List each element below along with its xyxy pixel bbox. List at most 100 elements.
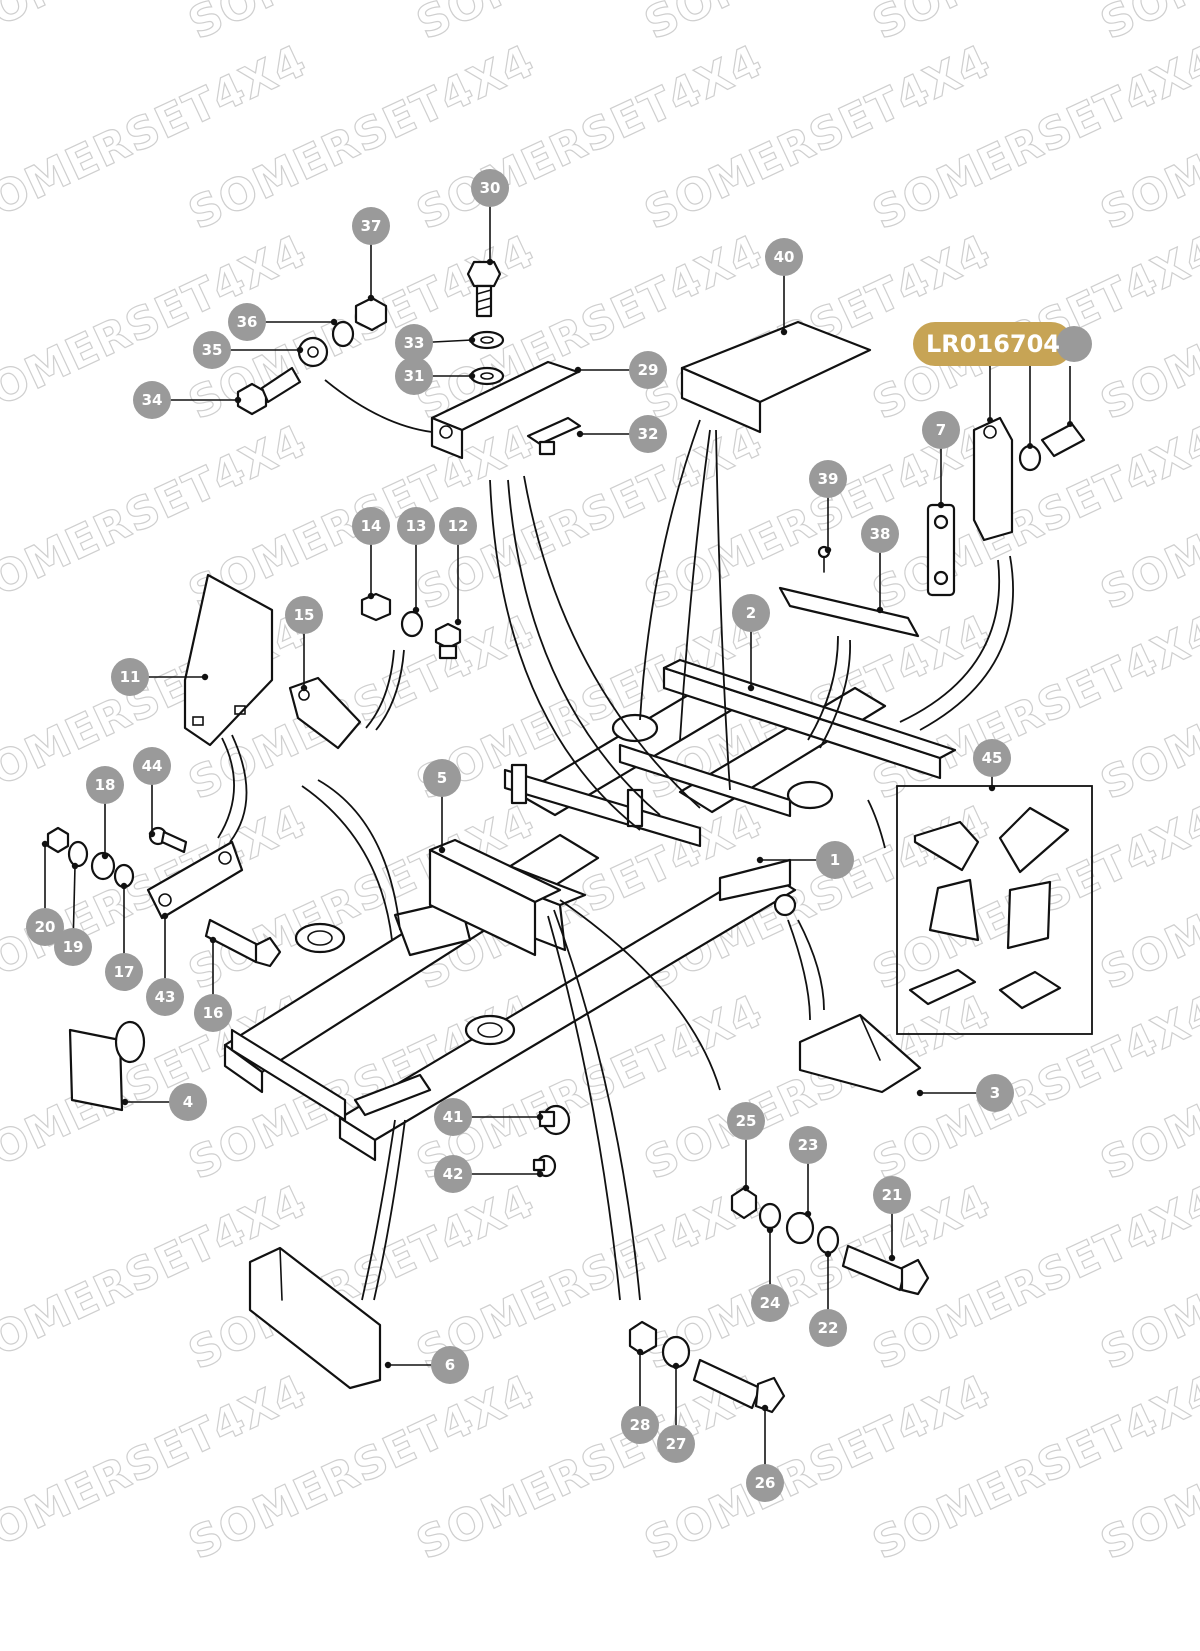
callout-anchor-dot — [916, 1089, 924, 1097]
callout-2[interactable]: 2 — [732, 594, 770, 692]
callout-badge — [789, 1126, 827, 1164]
callout-34[interactable]: 34 — [133, 381, 242, 419]
callout-4[interactable]: 4 — [121, 1083, 207, 1121]
callout-badge — [439, 507, 477, 545]
callout-anchor-dot — [121, 1098, 129, 1106]
callout-19[interactable]: 19 — [54, 862, 92, 966]
callout-anchor-dot — [824, 546, 832, 554]
callout-16[interactable]: 16 — [194, 936, 232, 1032]
callout-badge — [809, 460, 847, 498]
callout-badge — [629, 351, 667, 389]
part-26-bolt — [692, 1358, 786, 1414]
callout-badge — [732, 594, 770, 632]
callout-43[interactable]: 43 — [146, 912, 184, 1016]
callout-27[interactable]: 27 — [657, 1362, 695, 1463]
callout-22[interactable]: 22 — [809, 1250, 847, 1347]
callout-badge — [397, 507, 435, 545]
callout-17[interactable]: 17 — [105, 882, 143, 991]
callout-6[interactable]: 6 — [384, 1346, 469, 1384]
callout-13[interactable]: 13 — [397, 507, 435, 614]
callout-number: 21 — [882, 1186, 903, 1204]
callout-number: 41 — [443, 1108, 464, 1126]
callout-number: 2 — [746, 604, 756, 622]
part-25-nut — [730, 1186, 758, 1220]
callout-number: 7 — [936, 421, 946, 439]
callout-41[interactable]: 41 — [434, 1098, 544, 1136]
callout-14[interactable]: 14 — [352, 507, 390, 600]
callout-anchor-dot — [824, 1250, 832, 1258]
callout-anchor-dot — [672, 1362, 680, 1370]
part-11-plate — [183, 573, 274, 747]
callout-anchor-dot — [576, 430, 584, 438]
callout-1[interactable]: 1 — [756, 841, 854, 879]
callout-39[interactable]: 39 — [809, 460, 847, 554]
callout-7[interactable]: 7 — [922, 411, 960, 509]
part-16-bolt — [204, 918, 282, 968]
callout-badge — [976, 1074, 1014, 1112]
callout-number: 38 — [870, 525, 891, 543]
callout-anchor-dot — [761, 1404, 769, 1412]
callout-number: 35 — [202, 341, 223, 359]
callout-32[interactable]: 32 — [576, 415, 667, 453]
callout-anchor-dot — [120, 882, 128, 890]
callout-35[interactable]: 35 — [193, 331, 304, 369]
part-27-washer — [661, 1335, 691, 1369]
callout-12[interactable]: 12 — [439, 507, 477, 626]
callout-29[interactable]: 29 — [574, 351, 667, 389]
callout-number: 6 — [445, 1356, 455, 1374]
part-number-highlight[interactable]: LR016704 — [913, 322, 1092, 366]
callout-40[interactable]: 40 — [765, 238, 803, 336]
callout-15[interactable]: 15 — [285, 596, 323, 692]
callout-18[interactable]: 18 — [86, 766, 124, 860]
callout-3[interactable]: 3 — [916, 1074, 1014, 1112]
callout-badge — [86, 766, 124, 804]
callout-number: 12 — [448, 517, 469, 535]
callout-badge — [146, 978, 184, 1016]
relation-curves — [217, 379, 1014, 1301]
part-42-fastener — [532, 1154, 557, 1178]
callout-44[interactable]: 44 — [133, 747, 171, 838]
callout-28[interactable]: 28 — [621, 1348, 659, 1444]
callout-23[interactable]: 23 — [789, 1126, 827, 1218]
callout-anchor-dot — [536, 1170, 544, 1178]
part-13-washer — [400, 610, 424, 638]
callout-badge — [751, 1284, 789, 1322]
callout-badge — [746, 1464, 784, 1502]
callout-11[interactable]: 11 — [111, 658, 209, 696]
callout-number: 25 — [736, 1112, 757, 1130]
callout-31[interactable]: 31 — [395, 357, 476, 395]
callout-badge — [816, 841, 854, 879]
callout-badge — [629, 415, 667, 453]
callout-anchor-dot — [101, 852, 109, 860]
part-33-washer — [469, 330, 505, 350]
callout-20[interactable]: 20 — [26, 840, 64, 946]
callout-37[interactable]: 37 — [352, 207, 390, 302]
callout-badge — [423, 759, 461, 797]
callout-anchor-dot — [41, 840, 49, 848]
callout-45[interactable]: 45 — [973, 739, 1011, 792]
callout-25[interactable]: 25 — [727, 1102, 765, 1192]
callout-badge — [727, 1102, 765, 1140]
callout-33[interactable]: 33 — [395, 324, 476, 362]
callout-badge — [133, 381, 171, 419]
part-32-clip — [526, 416, 582, 456]
callout-badge — [228, 303, 266, 341]
callout-number: 37 — [361, 217, 382, 235]
callout-number: 23 — [798, 1136, 819, 1154]
callout-5[interactable]: 5 — [423, 759, 461, 854]
callout-anchor-dot — [234, 396, 242, 404]
callout-21[interactable]: 21 — [873, 1176, 911, 1262]
callout-layer: 1234567111213141516171819202122232425262… — [26, 169, 1014, 1502]
part-5-crossmember — [428, 838, 562, 957]
callout-anchor-dot — [636, 1348, 644, 1356]
callout-36[interactable]: 36 — [228, 303, 338, 341]
callout-badge — [111, 658, 149, 696]
callout-26[interactable]: 26 — [746, 1404, 784, 1502]
callout-30[interactable]: 30 — [471, 169, 509, 266]
part-4-mount — [68, 1020, 146, 1112]
callout-38[interactable]: 38 — [861, 515, 899, 614]
callout-24[interactable]: 24 — [751, 1226, 789, 1322]
callout-42[interactable]: 42 — [434, 1155, 544, 1193]
callout-number: 33 — [404, 334, 425, 352]
